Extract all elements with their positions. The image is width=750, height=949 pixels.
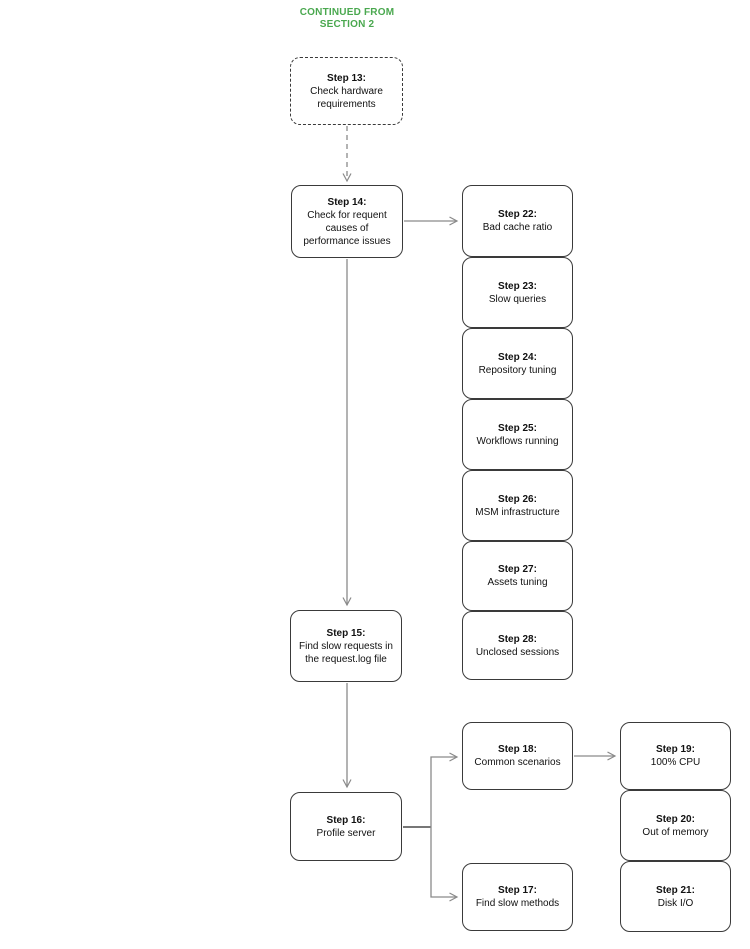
node-step-18-title: Step 18: (498, 744, 537, 755)
node-step-25-desc: Workflows running (476, 435, 559, 447)
node-step-23-desc: Slow queries (488, 293, 547, 305)
node-step-13-title: Step 13: (327, 72, 366, 84)
node-step-20: Step 20: Out of memory (620, 790, 731, 861)
node-step-27-title: Step 27: (498, 564, 537, 575)
node-step-23: Step 23: Slow queries (462, 257, 573, 328)
node-step-24-title: Step 24: (498, 351, 537, 363)
node-step-20-desc: Out of memory (642, 826, 709, 838)
node-step-17-title: Step 17: (498, 885, 537, 896)
continued-from-line1: CONTINUED FROM (299, 7, 395, 18)
node-step-27-desc: Assets tuning (487, 577, 548, 588)
node-step-24: Step 24: Repository tuning (462, 328, 573, 399)
node-step-24-desc: Repository tuning (478, 364, 557, 376)
node-step-15-title: Step 15: (326, 627, 366, 639)
node-step-21: Step 21: Disk I/O (620, 861, 731, 932)
node-step-26-desc: MSM infrastructure (475, 506, 560, 518)
node-step-16-desc: Profile server (316, 827, 376, 839)
node-step-14-title: Step 14: (327, 196, 367, 208)
node-step-27: Step 27: Assets tuning (462, 541, 573, 611)
node-step-26-title: Step 26: (498, 493, 537, 505)
node-step-13-desc: Check hardware requirements (310, 85, 383, 110)
node-step-28-desc: Unclosed sessions (475, 646, 560, 658)
node-step-28-title: Step 28: (498, 633, 537, 645)
node-step-14-desc: Check for requent causes of performance … (303, 209, 391, 247)
node-step-18: Step 18: Common scenarios (462, 722, 573, 790)
node-step-20-title: Step 20: (656, 813, 695, 825)
node-step-22: Step 22: Bad cache ratio (462, 185, 573, 257)
node-step-19-title: Step 19: (656, 744, 695, 755)
node-step-17-desc: Find slow methods (475, 898, 560, 909)
node-step-19: Step 19: 100% CPU (620, 722, 731, 790)
node-step-26: Step 26: MSM infrastructure (462, 470, 573, 541)
node-step-28: Step 28: Unclosed sessions (462, 611, 573, 680)
edge-step16-step17 (430, 827, 459, 902)
node-step-19-desc: 100% CPU (650, 757, 701, 768)
node-step-21-title: Step 21: (656, 884, 695, 896)
node-step-22-desc: Bad cache ratio (482, 222, 553, 233)
node-step-14: Step 14: Check for requent causes of per… (291, 185, 403, 258)
node-step-18-desc: Common scenarios (474, 757, 561, 768)
node-step-15: Step 15: Find slow requests in the reque… (290, 610, 402, 682)
node-step-22-title: Step 22: (498, 209, 537, 220)
continued-from-line2: SECTION 2 (319, 19, 375, 30)
continued-from-label: CONTINUED FROM SECTION 2 (247, 7, 447, 31)
node-step-16: Step 16: Profile server (290, 792, 402, 861)
node-step-16-title: Step 16: (326, 814, 366, 826)
node-step-15-desc: Find slow requests in the request.log fi… (299, 640, 393, 665)
edge-step16-step18 (430, 752, 459, 827)
node-step-13: Step 13: Check hardware requirements (290, 57, 403, 125)
node-step-17: Step 17: Find slow methods (462, 863, 573, 931)
node-step-21-desc: Disk I/O (657, 897, 694, 909)
node-step-23-title: Step 23: (498, 280, 537, 292)
node-step-25: Step 25: Workflows running (462, 399, 573, 470)
node-step-25-title: Step 25: (498, 422, 537, 434)
